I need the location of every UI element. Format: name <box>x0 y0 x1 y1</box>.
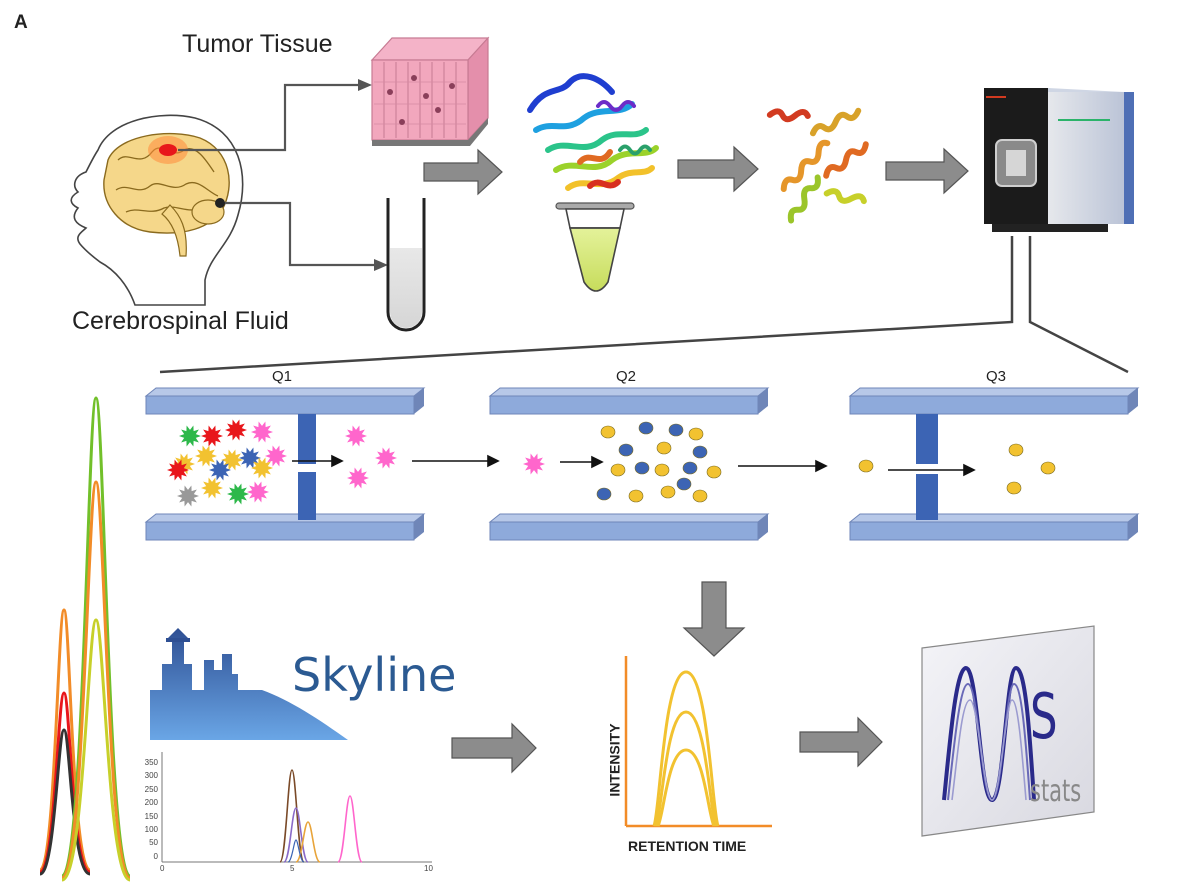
chromatogram-peaks <box>38 396 132 882</box>
ion-precursor <box>251 457 273 479</box>
ion-precursor <box>179 425 201 447</box>
ion-fragment <box>610 463 626 477</box>
arrow-right-icon <box>799 716 883 768</box>
ion-precursor <box>209 459 231 481</box>
ion-fragment <box>618 443 634 457</box>
y-tick: 200 <box>144 798 158 808</box>
ion-precursor <box>227 483 249 505</box>
ion-precursor <box>523 453 545 475</box>
ion-precursor <box>345 425 367 447</box>
ion-precursor <box>251 421 273 443</box>
ion-precursor <box>347 467 369 489</box>
mini-chart-y-ticks: 350 300 250 200 150 100 50 0 <box>138 756 158 863</box>
csf-test-tube-icon <box>386 198 426 332</box>
ion-fragment <box>668 423 684 437</box>
x-tick: 5 <box>290 864 295 873</box>
ion-fragment <box>1040 461 1056 475</box>
arrow-right-icon <box>677 145 759 193</box>
arrow-right-icon <box>451 722 537 774</box>
panel-label: A <box>14 12 28 33</box>
ion-precursor <box>265 445 287 467</box>
msstats-s-letter: S <box>1030 680 1058 753</box>
peptides-icon <box>766 107 869 224</box>
filter-tube-icon <box>555 202 635 292</box>
ion-precursor <box>201 477 223 499</box>
ion-precursor <box>195 445 217 467</box>
protein-structure-icon <box>527 73 659 191</box>
ion-precursor <box>375 447 397 469</box>
msstats-logo <box>921 625 1095 837</box>
ion-precursor <box>167 459 189 481</box>
arrow-down-icon <box>682 581 746 657</box>
q1-label: Q1 <box>272 368 293 385</box>
ion-fragment <box>676 477 692 491</box>
ion-fragment <box>628 489 644 503</box>
ion-precursor <box>247 481 269 503</box>
ion-precursor <box>201 425 223 447</box>
ion-fragment <box>654 463 670 477</box>
ion-fragment <box>596 487 612 501</box>
arrow-right-icon <box>885 147 969 195</box>
retention-time-axis-label: RETENTION TIME <box>628 838 747 854</box>
ion-fragment <box>1006 481 1022 495</box>
ion-path-arrows <box>292 454 976 477</box>
cerebrospinal-fluid-label: Cerebrospinal Fluid <box>72 307 289 335</box>
ion-particles <box>167 419 1056 507</box>
ion-precursor <box>225 419 247 441</box>
ion-fragment <box>656 441 672 455</box>
y-tick: 350 <box>144 758 158 767</box>
y-tick: 0 <box>153 851 158 861</box>
ion-fragment <box>692 489 708 503</box>
ion-fragment <box>858 459 874 473</box>
q2-label: Q2 <box>616 368 637 385</box>
ion-fragment <box>688 427 704 441</box>
ion-fragment <box>634 461 650 475</box>
intensity-plot <box>624 656 772 828</box>
y-tick: 100 <box>144 825 158 835</box>
y-tick: 50 <box>149 838 158 848</box>
arrow-right-icon <box>423 148 503 196</box>
quadrupole-q3 <box>848 387 1140 541</box>
msstats-stats-word: stats <box>1030 774 1082 809</box>
workflow-arrows-bottom <box>451 716 883 774</box>
quadrupole-q1 <box>144 387 426 541</box>
q3-label: Q3 <box>986 368 1007 385</box>
tumor-tissue-icon <box>370 36 490 146</box>
workflow-arrows-top <box>423 145 969 196</box>
ion-fragment <box>706 465 722 479</box>
ion-fragment <box>682 461 698 475</box>
sample-connector-lines <box>178 79 388 271</box>
ion-precursor <box>177 485 199 507</box>
ion-fragment <box>660 485 676 499</box>
y-tick: 150 <box>144 811 158 821</box>
skyline-mini-chart <box>161 752 432 863</box>
ion-fragment <box>600 425 616 439</box>
mass-spectrometer-icon <box>984 88 1134 232</box>
head-icon <box>70 114 244 306</box>
ion-fragment <box>638 421 654 435</box>
ion-fragment <box>1008 443 1024 457</box>
y-tick: 250 <box>144 784 158 794</box>
instrument-zoom-lines <box>159 236 1129 374</box>
y-tick: 300 <box>144 771 158 781</box>
tumor-tissue-label: Tumor Tissue <box>182 30 333 58</box>
quadrupole-q2 <box>488 387 770 541</box>
ion-fragment <box>692 445 708 459</box>
intensity-axis-label: INTENSITY <box>606 723 623 797</box>
x-tick: 0 <box>160 864 165 873</box>
skyline-logo <box>150 628 348 740</box>
skyline-wordmark: Skyline <box>292 648 457 702</box>
x-tick: 10 <box>424 864 433 873</box>
